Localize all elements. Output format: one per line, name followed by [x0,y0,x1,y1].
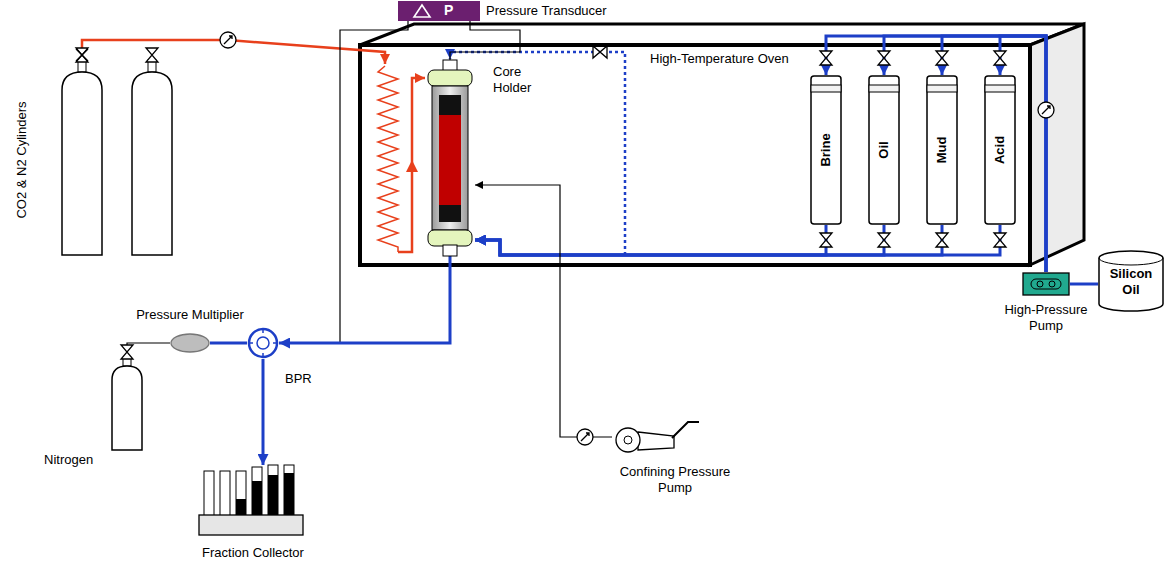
valve [878,51,890,65]
part-label: CO2 & N2 Cylinders [14,101,30,218]
flow-line [210,342,247,345]
valve [121,345,133,359]
fraction-collector: Fraction Collector [198,465,308,537]
pump-shape [1022,272,1070,296]
node-label: Pressure Transducer [486,3,607,19]
conf-shape [612,418,700,458]
valve [936,51,948,65]
flow-line [475,225,826,255]
flow-arrow [406,160,418,172]
valve [878,233,890,247]
node-label: Confining Pressure Pump [610,464,740,495]
flow-line [262,359,265,465]
flow-line [475,225,942,255]
valve [593,46,607,58]
valve [994,51,1006,65]
oil-tank: Silicon Oil [1098,250,1164,312]
high-temperature-oven: High-Temperature OvenCore HolderBrineOil… [360,45,1030,265]
part-label: Nitrogen [44,452,93,468]
confining-pressure-pump: Confining Pressure Pump [612,418,700,458]
valve [820,233,832,247]
node-label: Silicon Oil [1101,266,1161,297]
oven-front [360,45,1030,265]
pressure-gauge [220,32,236,48]
fluid-accumulator: Mud [926,75,958,225]
node-label: Mud [934,137,950,164]
node-label: Oil [876,141,892,158]
signal-line [450,21,520,60]
valve [76,48,88,62]
flow-line [475,225,884,255]
valve [936,233,948,247]
node-label: Acid [992,136,1008,164]
high-pressure-pump: High-Pressure Pump [1022,272,1070,296]
node-label: P [444,2,453,19]
oven-side [1030,24,1084,265]
node-label: BPR [285,371,312,387]
frac-shape [198,465,308,537]
node-label: Core Holder [493,64,531,95]
gas-cylinder [62,72,102,255]
valve [820,51,832,65]
pressure-transducer: PPressure Transducer [398,1,480,21]
heating-coil [378,66,398,252]
pressure-multiplier: Pressure Multiplier [170,333,210,353]
signal-line [475,185,612,437]
bypass-line [450,52,625,255]
nitrogen-cylinder [112,366,142,450]
core-holder: Core Holder [425,60,475,256]
pressure-tap [340,21,408,343]
node-label: Brine [818,133,834,166]
pressure-gauge [1038,102,1054,118]
flow-line [279,256,450,343]
bpr-shape [247,327,279,359]
fluid-accumulator: Acid [984,75,1016,225]
valve [146,48,158,62]
valve [994,233,1006,247]
gas-cylinder [132,72,172,255]
node-label: High-Pressure Pump [996,302,1096,333]
flow-line [1070,283,1098,286]
flow-line [826,36,1046,272]
flow-line [475,225,1000,255]
node-label: Fraction Collector [202,545,304,561]
back-pressure-regulator: BPR [247,327,279,359]
pressure-gauge [577,429,593,445]
mult-shape [170,333,210,353]
node-label: High-Temperature Oven [650,51,789,67]
flow-line [884,36,1046,272]
core-shape [425,60,475,256]
fluid-accumulator: Oil [868,75,900,225]
valve-mark [76,49,88,61]
node-label: Pressure Multiplier [136,307,244,323]
ptx-shape [398,1,480,21]
gas-line [398,78,425,252]
fluid-accumulator: Brine [810,75,842,225]
